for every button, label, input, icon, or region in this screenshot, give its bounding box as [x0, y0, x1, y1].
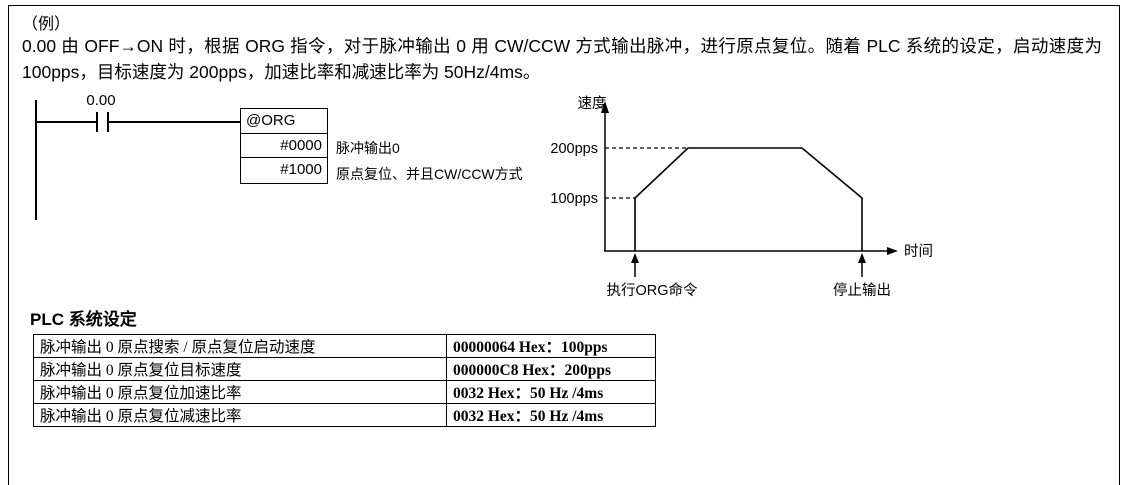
operand1-cell: #0000: [240, 132, 328, 159]
x-axis-arrow-icon: [887, 247, 898, 255]
stop-annotation-arrowhead-icon: [858, 253, 866, 263]
setting-value: 000000C8 Hex：200pps: [446, 357, 656, 381]
setting-name: 脉冲输出 0 原点复位加速比率: [33, 380, 447, 404]
start-annotation-label: 执行ORG命令: [606, 281, 698, 299]
contact-bar-left: [96, 112, 98, 132]
speed-time-chart: 速度 时间 200pps 100pps 执行ORG命令 停止输出: [550, 95, 933, 299]
x-axis-label: 时间: [904, 243, 933, 260]
page-border: [8, 5, 1120, 485]
contact-bar-right: [107, 112, 109, 132]
start-annotation-arrowhead-icon: [631, 253, 639, 263]
setting-name: 脉冲输出 0 原点搜索 / 原点复位启动速度: [33, 334, 447, 358]
plc-settings-title: PLC 系统设定: [30, 310, 137, 329]
ladder-left-rail: [35, 100, 37, 220]
operand1-comment: 脉冲输出0: [336, 140, 400, 156]
plc-settings-table: 脉冲输出 0 原点搜索 / 原点复位启动速度 00000064 Hex：100p…: [33, 334, 656, 427]
stop-annotation-label: 停止输出: [833, 282, 891, 299]
description-paragraph: 0.00 由 OFF→ON 时，根据 ORG 指令，对于脉冲输出 0 用 CW/…: [22, 36, 1102, 82]
y-axis-label: 速度: [578, 95, 607, 112]
ytick-100pps: 100pps: [550, 191, 598, 207]
operand2-comment: 原点复位、并且CW/CCW方式: [336, 166, 523, 182]
ladder-wire-left: [35, 121, 96, 123]
ytick-200pps: 200pps: [550, 141, 598, 157]
y-axis-arrow-icon: [601, 101, 609, 113]
table-row: 脉冲输出 0 原点复位目标速度 000000C8 Hex：200pps: [33, 357, 656, 381]
table-row: 脉冲输出 0 原点复位加速比率 0032 Hex：50 Hz /4ms: [33, 380, 656, 404]
setting-name: 脉冲输出 0 原点复位目标速度: [33, 357, 447, 381]
contact-label: 0.00: [86, 92, 116, 109]
setting-name: 脉冲输出 0 原点复位减速比率: [33, 403, 447, 427]
table-row: 脉冲输出 0 原点搜索 / 原点复位启动速度 00000064 Hex：100p…: [33, 334, 656, 358]
velocity-profile-line: [634, 147, 863, 251]
instruction-cell: @ORG: [240, 108, 328, 134]
operand2-cell: #1000: [240, 157, 328, 184]
setting-value: 0032 Hex：50 Hz /4ms: [446, 403, 656, 427]
ladder-wire-right: [109, 121, 240, 123]
setting-value: 0032 Hex：50 Hz /4ms: [446, 380, 656, 404]
table-row: 脉冲输出 0 原点复位减速比率 0032 Hex：50 Hz /4ms: [33, 403, 656, 427]
setting-value: 00000064 Hex：100pps: [446, 334, 656, 358]
example-label: （例）: [22, 16, 71, 33]
